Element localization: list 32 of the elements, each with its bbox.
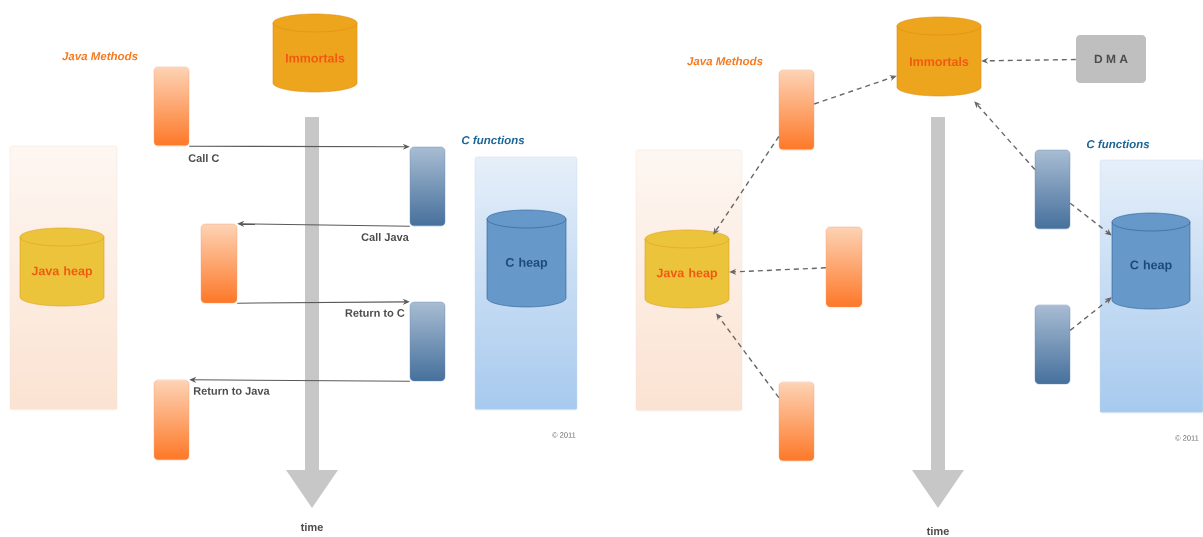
c-functions-heading: C functions bbox=[1086, 139, 1150, 149]
method-bar bbox=[409, 301, 446, 382]
method-bar bbox=[778, 69, 815, 151]
edge-label: Return to Java bbox=[192, 386, 271, 396]
cylinder: Java heap bbox=[644, 229, 730, 309]
edge-label: Call C bbox=[187, 152, 221, 164]
arrow bbox=[1069, 297, 1112, 332]
java-methods-heading: Java Methods bbox=[687, 56, 763, 66]
arrow bbox=[713, 135, 780, 235]
method-bar bbox=[1034, 149, 1071, 230]
arrow bbox=[1069, 202, 1112, 236]
java-methods-heading: Java Methods bbox=[62, 51, 138, 61]
cylinder: Java heap bbox=[19, 227, 105, 307]
method-bar bbox=[778, 381, 815, 462]
cylinder: Immortals bbox=[272, 13, 358, 93]
method-bar bbox=[200, 223, 238, 304]
arrow bbox=[716, 313, 780, 399]
cylinder: C heap bbox=[486, 209, 567, 308]
method-bar bbox=[825, 226, 863, 308]
cylinder: Immortals bbox=[896, 16, 982, 97]
edge-label: Call Java bbox=[360, 231, 410, 243]
method-bar bbox=[1034, 304, 1071, 385]
edge-label: Return to C bbox=[343, 308, 406, 318]
method-bar bbox=[409, 146, 446, 227]
arrow bbox=[974, 101, 1036, 171]
method-bar bbox=[153, 379, 190, 461]
dma-box: D M A bbox=[1076, 35, 1146, 83]
c-functions-heading: C functions bbox=[461, 135, 525, 145]
time-label: time bbox=[300, 522, 323, 532]
time-label: time bbox=[926, 526, 949, 536]
method-bar bbox=[153, 66, 190, 147]
cylinder: C heap bbox=[1111, 212, 1191, 310]
